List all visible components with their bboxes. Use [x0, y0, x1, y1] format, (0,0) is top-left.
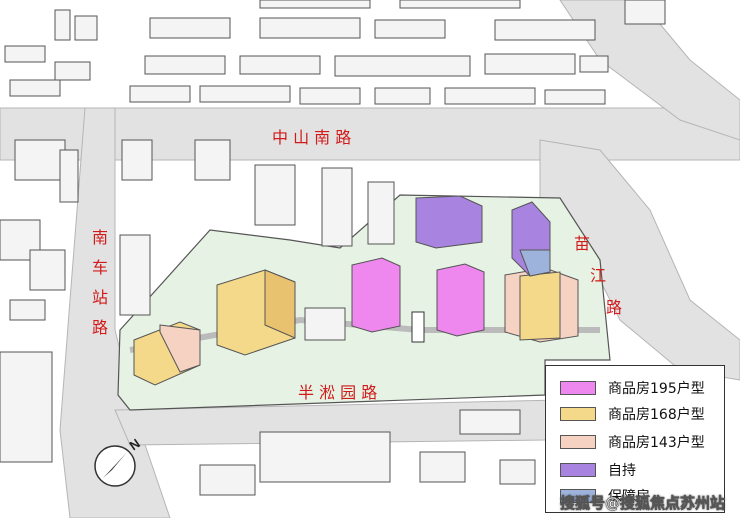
road-label-north: 中 山 南 路 [272, 128, 352, 147]
road-label-west-char-2: 车 [92, 258, 109, 277]
legend-item: 保障房 [560, 486, 650, 506]
road-label-west-char-1: 南 [92, 228, 109, 247]
building-168-center [216, 269, 296, 356]
legend-label: 商品房168户型 [608, 407, 705, 423]
legend-swatch [560, 407, 596, 421]
legend-label: 商品房195户型 [608, 381, 705, 397]
road-label-east-char-3: 路 [606, 298, 623, 317]
legend-box: 商品房195户型 商品房168户型 商品房143户型 自持 保障房 [545, 365, 725, 513]
building-195-b [436, 263, 485, 337]
road-label-west-char-4: 路 [92, 318, 109, 337]
building-168-left [133, 321, 201, 386]
legend-item: 自持 [560, 460, 636, 480]
building-self-hold-b [511, 201, 551, 277]
road-label-south: 半 淞 园 路 [298, 383, 378, 402]
building-self-hold-a [415, 195, 483, 249]
legend-item: 商品房143户型 [560, 432, 705, 452]
legend-swatch [560, 435, 596, 449]
legend-swatch [560, 463, 596, 477]
legend-item: 商品房195户型 [560, 378, 705, 398]
legend-item: 商品房168户型 [560, 404, 705, 424]
legend-swatch [560, 381, 596, 395]
watermark: 搜狐号@搜狐焦点苏州站 [560, 494, 726, 513]
legend-label: 商品房143户型 [608, 435, 705, 451]
compass-icon [94, 445, 136, 487]
building-195-a [351, 257, 401, 333]
road-label-east-char-1: 苗 [574, 234, 591, 253]
legend-label: 保障房 [608, 489, 650, 505]
legend-label: 自持 [608, 463, 636, 479]
building-143-right [504, 267, 579, 343]
road-label-west-char-3: 站 [92, 288, 109, 307]
road-label-east: 苗 江 路 [574, 228, 623, 324]
legend-swatch [560, 489, 596, 503]
surrounding-buildings [0, 0, 666, 496]
road-label-east-char-2: 江 [590, 266, 607, 285]
road-label-west: 南 车 站 路 [92, 223, 108, 343]
